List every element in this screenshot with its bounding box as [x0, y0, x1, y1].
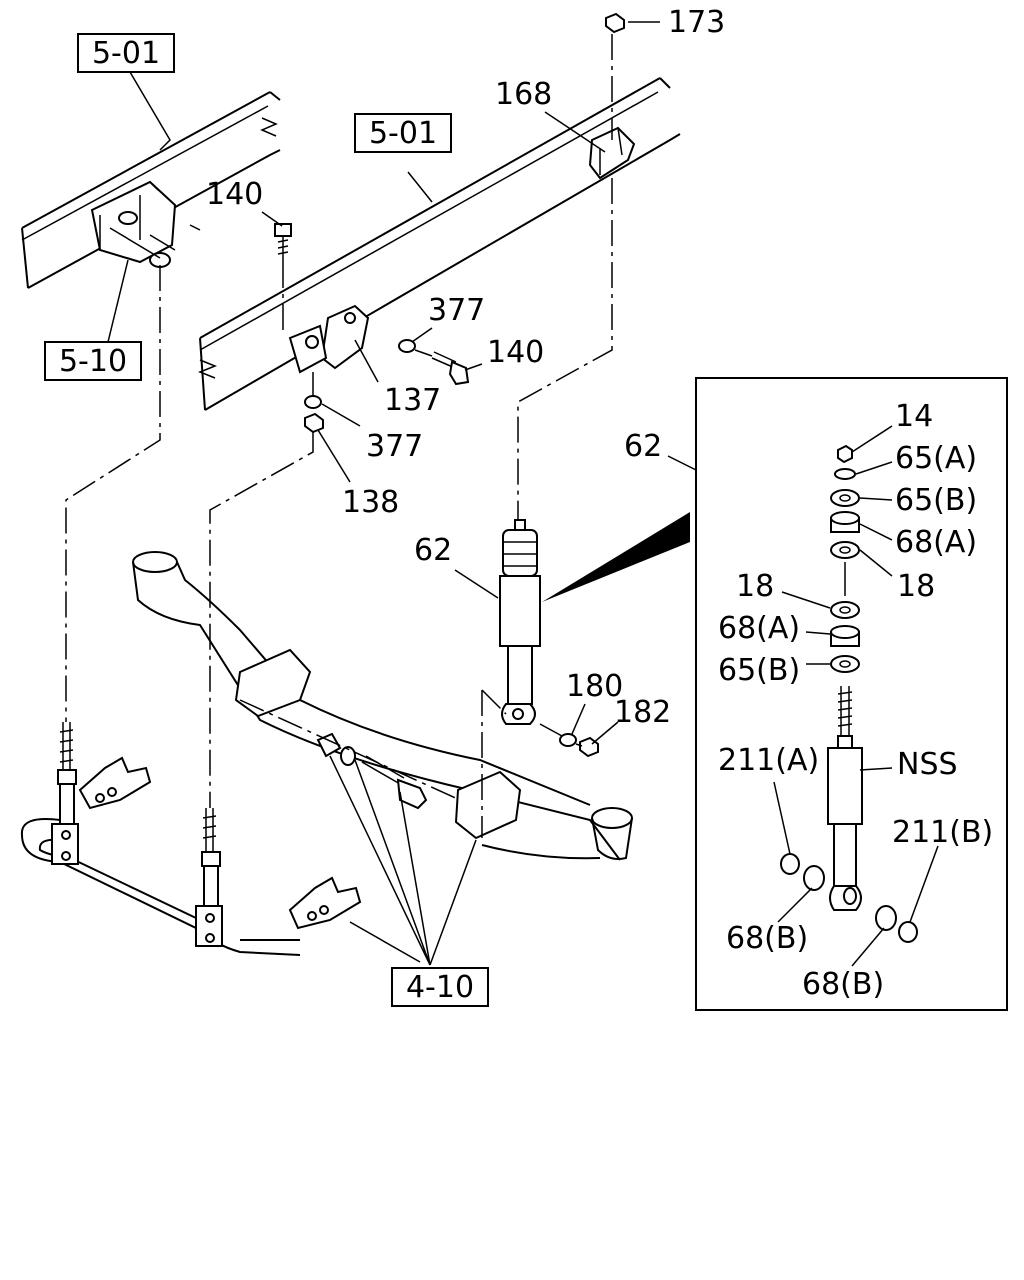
- inset-bushings: [780, 853, 918, 943]
- inset-shock-absorber: [827, 686, 863, 911]
- part-number-377-bottom: 377: [366, 429, 423, 464]
- stabilizer-bracket-137: [288, 304, 370, 374]
- nut-138: [304, 412, 324, 434]
- callout-label: 5-01: [92, 36, 160, 71]
- bushing-parts-4-10: [316, 732, 428, 810]
- part-number-140-top: 140: [206, 177, 263, 212]
- inset-label-68a-left: 68(A): [718, 611, 800, 646]
- part-number-377-top: 377: [428, 293, 485, 328]
- inset-label-14: 14: [895, 399, 933, 434]
- stabilizer-clamp-right: [288, 876, 362, 930]
- right-frame-rail: [197, 77, 681, 411]
- inset-label-68b-bottom: 68(B): [802, 967, 884, 1002]
- leader-lines: [107, 21, 660, 966]
- inset-label-211a: 211(A): [718, 743, 819, 778]
- callout-ref-5-01-right: 5-01: [354, 113, 452, 153]
- callout-label: 4-10: [406, 970, 474, 1005]
- inset-label-nss: NSS: [897, 747, 958, 782]
- inset-label-65a-top: 65(A): [895, 441, 977, 476]
- nut-173: [605, 12, 625, 34]
- bolt-140-top: [274, 223, 292, 262]
- stabilizer-clamp-left: [78, 756, 152, 810]
- part-number-137: 137: [384, 383, 441, 418]
- callout-ref-4-10: 4-10: [391, 967, 489, 1007]
- callout-label: 5-01: [369, 116, 437, 151]
- shock-absorber-62: [499, 519, 541, 725]
- inset-label-18-right: 18: [897, 569, 935, 604]
- callout-label: 5-10: [59, 344, 127, 379]
- inset-label-211b: 211(B): [892, 815, 993, 850]
- inset-pointer: [542, 512, 690, 602]
- part-number-140-right: 140: [487, 335, 544, 370]
- inset-title: 62: [624, 429, 662, 464]
- washer-377-top: [398, 339, 416, 353]
- callout-ref-5-01-left: 5-01: [77, 33, 175, 73]
- inset-leader-lines: [773, 425, 939, 967]
- part-number-138: 138: [342, 485, 399, 520]
- inset-label-18-left: 18: [736, 569, 774, 604]
- alignment-lines: [65, 34, 613, 838]
- part-number-182: 182: [614, 695, 671, 730]
- part-number-62: 62: [414, 533, 452, 568]
- callout-ref-5-10: 5-10: [44, 341, 142, 381]
- inset-label-68b-left: 68(B): [726, 921, 808, 956]
- inset-label-65b-top: 65(B): [895, 483, 977, 518]
- part-number-180: 180: [566, 669, 623, 704]
- bolt-140-right: [431, 351, 470, 386]
- inset-label-65b-left: 65(B): [718, 653, 800, 688]
- inset-parts-stack: [830, 444, 860, 673]
- left-frame-bracket: [90, 180, 177, 268]
- part-number-173: 173: [668, 5, 725, 40]
- inset-label-68a-top: 68(A): [895, 525, 977, 560]
- part-number-168: 168: [495, 77, 552, 112]
- washer-377-bottom: [304, 395, 322, 409]
- stabilizer-link-left: [51, 722, 79, 865]
- inset-panel: 62: [624, 377, 1008, 1011]
- axle-beam: [132, 551, 633, 861]
- washer-180: [559, 733, 577, 747]
- stabilizer-link-right: [195, 808, 223, 947]
- shock-upper-bracket: [588, 126, 636, 180]
